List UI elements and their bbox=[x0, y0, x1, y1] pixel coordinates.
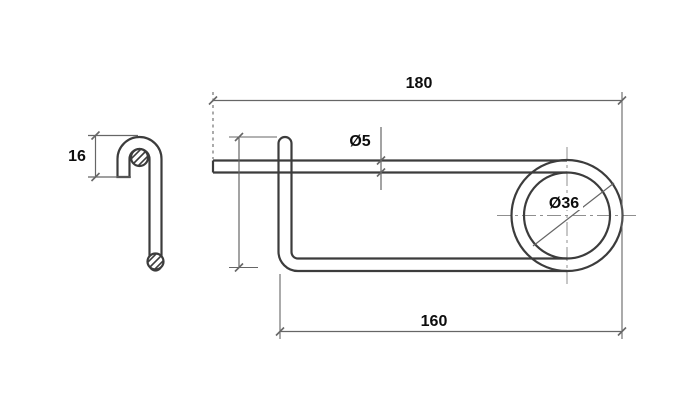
front-view-dimensions bbox=[208, 92, 627, 339]
dim-o36-leader bbox=[532, 182, 615, 247]
clasp-corner-inner bbox=[290, 251, 299, 260]
dim-o36-label-backing bbox=[545, 193, 583, 210]
dim-160-tick-left bbox=[275, 326, 285, 337]
dim-16-tick-bottom bbox=[90, 172, 101, 182]
dim-o5-tick-top bbox=[376, 155, 386, 166]
side-wire-section-top-hatch bbox=[131, 149, 148, 166]
dim-16-label: 16 bbox=[68, 148, 86, 165]
dim-180-tick-right bbox=[617, 95, 627, 106]
side-view-object-lines bbox=[116, 135, 165, 272]
side-view: 16 bbox=[68, 130, 165, 272]
dim-clasp-tick-top bbox=[234, 132, 244, 142]
dim-16-tick-top bbox=[90, 130, 101, 141]
dim-160-label: 160 bbox=[421, 313, 448, 330]
clasp-corner-outer bbox=[277, 251, 299, 273]
dim-180-tick-left bbox=[208, 95, 218, 106]
clasp-post-top-cap bbox=[277, 135, 293, 144]
front-view: 180 Ø5 Ø36 160 bbox=[208, 75, 638, 339]
dim-180-label: 180 bbox=[406, 75, 433, 92]
dim-clasp-tick-bottom bbox=[234, 262, 244, 273]
dim-o5-tick-bottom bbox=[376, 167, 386, 178]
loop-centerlines bbox=[497, 147, 638, 284]
side-wire-section-bottom-hatch bbox=[147, 253, 164, 270]
side-view-dimension-16 bbox=[88, 130, 138, 182]
dim-o36-label: Ø36 bbox=[549, 195, 579, 212]
dim-160-tick-right bbox=[617, 326, 627, 337]
dim-o5-label: Ø5 bbox=[349, 133, 370, 150]
